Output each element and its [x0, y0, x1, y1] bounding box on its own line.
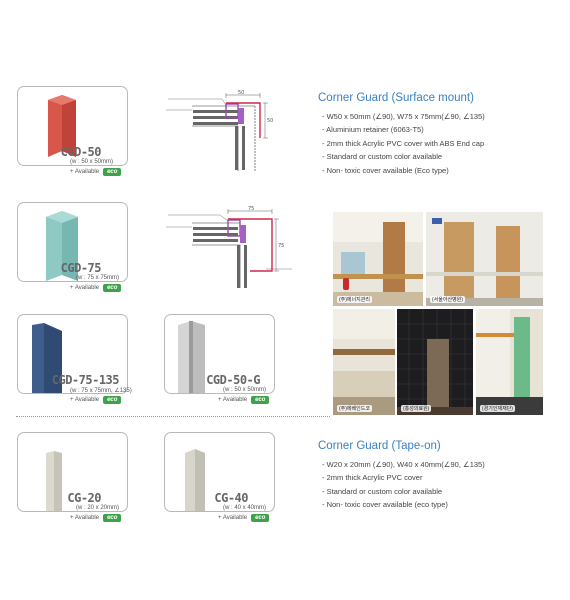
dimension-top-label: 50 — [238, 90, 244, 96]
installation-photo-4: (홍성의료원) — [397, 309, 473, 415]
eco-badge: eco — [103, 168, 122, 176]
spec-item: W20 x 20mm (∠90), W40 x 40mm(∠90, ∠135) — [322, 458, 485, 471]
eco-badge: eco — [103, 284, 122, 292]
installation-photo-3: (주)에베인드코 — [333, 309, 395, 415]
spec-item: W50 x 50mm (∠90), W75 x 75mm(∠90, ∠135) — [322, 110, 485, 123]
product-code: CGD-50-G — [206, 373, 260, 387]
product-dimension: (w : 75 x 75mm) — [76, 275, 120, 281]
product-card-cgd-50: CGD-50 (w : 50 x 50mm) — [17, 86, 128, 166]
section-title-tape-on: Corner Guard (Tape-on) — [318, 440, 441, 452]
product-card-cgd-75-135: CGD-75-135 (w : 75 x 75mm, ∠135) — [17, 314, 132, 394]
spec-item: 2mm thick Acrylic PVC cover with ABS End… — [322, 137, 485, 150]
corner-guard-image — [48, 95, 76, 157]
product-code: CGD-50 — [60, 145, 102, 159]
product-code: CG-20 — [67, 491, 101, 505]
product-dimension: (w : 20 x 20mm) — [76, 505, 120, 511]
section-diagram-75: 75 75 — [166, 206, 292, 288]
corner-guard-image — [178, 321, 205, 393]
spec-item: Standard or custom color available — [322, 150, 485, 163]
spec-list-tape-on: W20 x 20mm (∠90), W40 x 40mm(∠90, ∠135) … — [322, 458, 485, 512]
product-code: CGD-75 — [60, 261, 102, 275]
spec-item: Standard or custom color available — [322, 485, 485, 498]
installation-photo-2: (서울아산병원) — [426, 212, 543, 306]
photo-caption: (주)에베인드코 — [337, 405, 372, 412]
product-card-cgd-75: CGD-75 (w : 75 x 75mm) — [17, 202, 128, 282]
spec-item: Non- toxic cover available (eco type) — [322, 498, 485, 511]
product-card-cg-40: CG-40 (w : 40 x 40mm) — [164, 432, 275, 512]
photo-caption: (홍성의료원) — [401, 405, 432, 412]
spec-item: Aluminium retainer (6063-T5) — [322, 123, 485, 136]
dimension-side-label: 75 — [278, 243, 284, 249]
spec-item: Non- toxic cover available (Eco type) — [322, 164, 485, 177]
dimension-top-label: 75 — [248, 206, 254, 212]
product-code: CGD-75-135 — [51, 373, 120, 387]
dimension-side-label: 50 — [267, 118, 273, 124]
corner-guard-image — [185, 449, 205, 511]
product-dimension: (w : 50 x 50mm) — [223, 387, 267, 393]
photo-caption: (경기인재재단) — [480, 405, 515, 412]
eco-badge: eco — [251, 396, 270, 404]
product-code: CG-40 — [214, 491, 248, 505]
eco-badge: eco — [251, 514, 270, 522]
product-dimension: (w : 40 x 40mm) — [223, 505, 267, 511]
product-dimension: (w : 50 x 50mm) — [70, 159, 114, 165]
product-dimension: (w : 75 x 75mm, ∠135) — [70, 388, 132, 394]
installation-photo-5: (경기인재재단) — [476, 309, 543, 415]
corner-guard-image — [32, 323, 62, 393]
corner-guard-image — [46, 211, 78, 281]
eco-badge: eco — [103, 396, 122, 404]
section-divider — [16, 416, 330, 417]
section-title-surface-mount: Corner Guard (Surface mount) — [318, 92, 474, 104]
corner-guard-image — [46, 451, 62, 511]
eco-badge: eco — [103, 514, 122, 522]
spec-list-surface-mount: W50 x 50mm (∠90), W75 x 75mm(∠90, ∠135) … — [322, 110, 485, 177]
section-diagram-50: 50 50 — [166, 90, 273, 171]
installation-photo-1: (주)에너지관리 — [333, 212, 423, 306]
photo-caption: (주)에너지관리 — [337, 296, 372, 303]
spec-item: 2mm thick Acrylic PVC cover — [322, 471, 485, 484]
product-card-cgd-50-g: CGD-50-G (w : 50 x 50mm) — [164, 314, 275, 394]
photo-caption: (서울아산병원) — [430, 296, 465, 303]
product-card-cg-20: CG-20 (w : 20 x 20mm) — [17, 432, 128, 512]
